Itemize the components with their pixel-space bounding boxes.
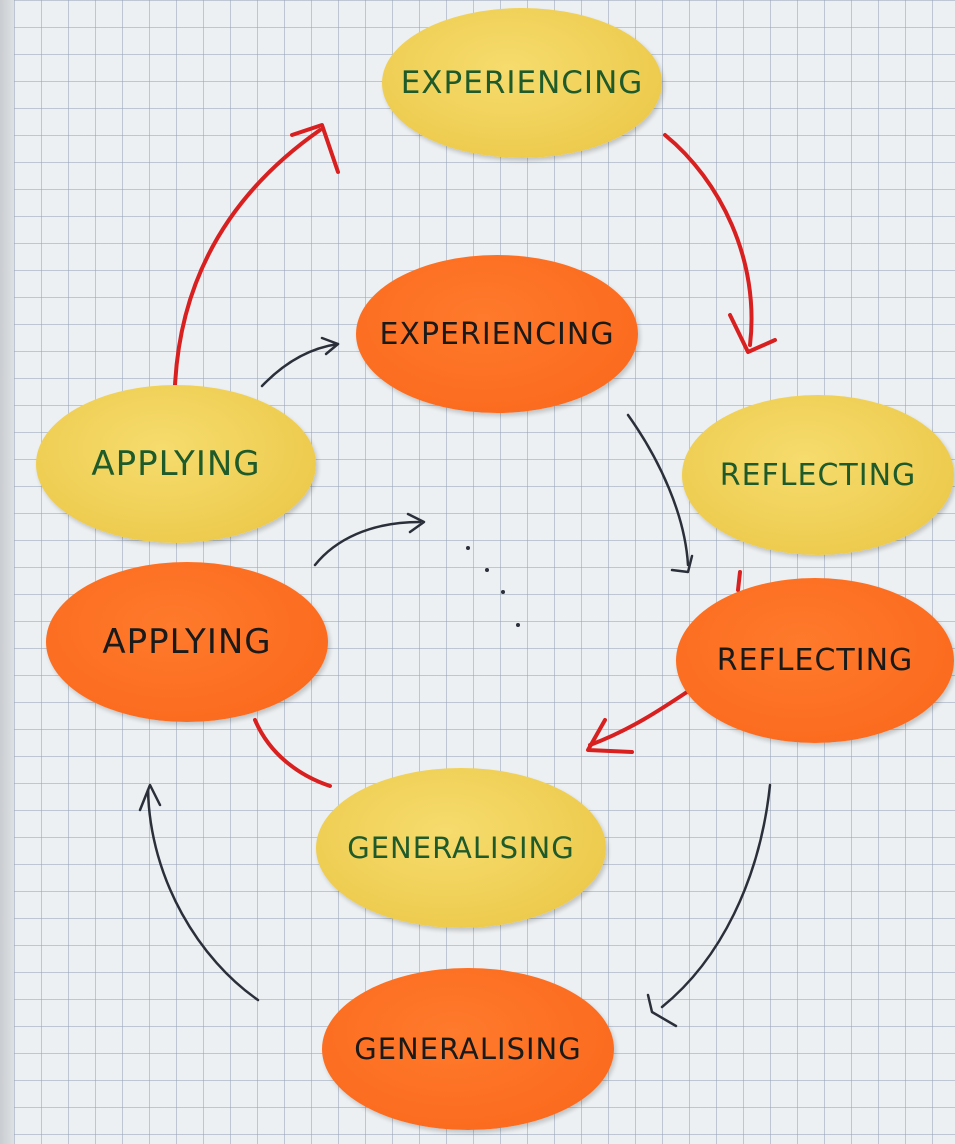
paper-edge — [0, 0, 14, 1144]
arrow-experiencing-to-reflecting — [663, 133, 754, 347]
center-dot — [516, 623, 520, 627]
oval-outer-reflecting: REFLECTING — [682, 395, 954, 555]
arrow-reflecting-to-generalising-lower — [588, 688, 692, 747]
arrow-reflecting-to-generalising — [736, 570, 742, 592]
arrowhead-inner-center — [406, 512, 426, 534]
arrow-inner-experiencing-to-reflecting — [626, 413, 690, 567]
label-outer-reflecting: REFLECTING — [719, 457, 917, 493]
label-inner-applying: APPLYING — [102, 622, 272, 662]
arrow-applying-to-experiencing — [173, 128, 322, 387]
oval-outer-experiencing: EXPERIENCING — [382, 8, 662, 158]
arrowhead-inner-experiencing — [320, 336, 340, 356]
arrowhead-inner-applying — [138, 783, 162, 812]
center-dot — [466, 546, 470, 550]
arrowhead-inner-reflecting — [670, 554, 694, 574]
arrow-inner-applying-to-center — [313, 520, 422, 567]
center-dots — [466, 546, 520, 627]
center-dot — [485, 568, 489, 572]
oval-inner-experiencing: EXPERIENCING — [356, 255, 638, 413]
arrowhead-inner-generalising — [646, 993, 678, 1028]
label-outer-applying: APPLYING — [91, 444, 261, 484]
center-dot — [501, 590, 505, 594]
label-outer-experiencing: EXPERIENCING — [400, 65, 644, 101]
arrowhead-experiencing — [290, 123, 340, 174]
arrow-generalising-to-applying — [253, 718, 332, 788]
arrow-inner-applying-to-experiencing — [260, 342, 340, 388]
arrow-inner-generalising-to-applying — [146, 788, 260, 1002]
oval-inner-reflecting: REFLECTING — [676, 578, 954, 743]
label-inner-experiencing: EXPERIENCING — [379, 316, 615, 352]
oval-inner-generalising: GENERALISING — [322, 968, 614, 1130]
oval-inner-applying: APPLYING — [46, 562, 328, 722]
arrow-inner-reflecting-to-generalising — [660, 783, 772, 1009]
oval-outer-applying: APPLYING — [36, 385, 316, 543]
arrowhead-reflecting — [728, 313, 777, 354]
oval-outer-generalising: GENERALISING — [316, 768, 606, 928]
arrowhead-generalising — [586, 718, 634, 754]
label-outer-generalising: GENERALISING — [347, 831, 575, 865]
label-inner-reflecting: REFLECTING — [716, 643, 914, 678]
label-inner-generalising: GENERALISING — [354, 1032, 582, 1066]
